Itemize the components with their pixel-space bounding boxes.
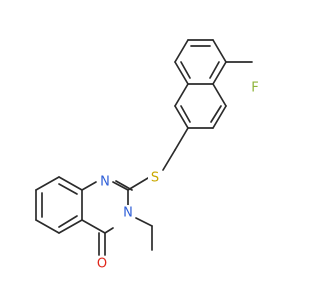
nitrogen-1-atom: N	[97, 174, 112, 190]
fluorine-atom: F	[248, 80, 262, 96]
bond	[35, 176, 60, 191]
structure-diagram: F S N N O	[35, 39, 262, 272]
bond	[58, 176, 83, 191]
bond	[162, 149, 176, 171]
nitrogen-3-atom: N	[120, 205, 135, 221]
fluorine-label: F	[251, 81, 258, 96]
oxygen-label: O	[97, 257, 107, 272]
bond-layer	[35, 39, 253, 256]
bond-double-inner	[180, 61, 191, 79]
bond	[174, 105, 189, 129]
bond	[104, 227, 114, 234]
bond	[81, 181, 97, 191]
bond	[174, 39, 189, 63]
sulfur-label: S	[151, 171, 159, 186]
sulfur-atom: S	[148, 170, 162, 186]
bond	[212, 39, 227, 63]
bond-double-inner	[58, 215, 78, 228]
bond-double-inner	[180, 105, 191, 123]
bond	[81, 219, 106, 234]
bond	[115, 180, 133, 191]
bond	[174, 127, 189, 151]
nitrogen-1-label: N	[100, 175, 110, 190]
bond	[174, 61, 189, 85]
oxygen-atom: O	[95, 256, 110, 272]
bond-double-inner	[210, 105, 222, 123]
bond-double-inner	[58, 183, 78, 195]
bond	[212, 105, 227, 129]
bond	[212, 61, 227, 85]
atom-layer: F S N N O	[95, 80, 262, 272]
bond	[58, 219, 83, 234]
bond-double-inner	[209, 61, 220, 79]
bond	[35, 219, 60, 234]
nitrogen-3-label: N	[123, 206, 133, 221]
bond	[135, 217, 153, 227]
bond	[212, 83, 227, 107]
bond	[174, 83, 189, 107]
bond	[127, 177, 149, 191]
bond	[112, 181, 129, 191]
